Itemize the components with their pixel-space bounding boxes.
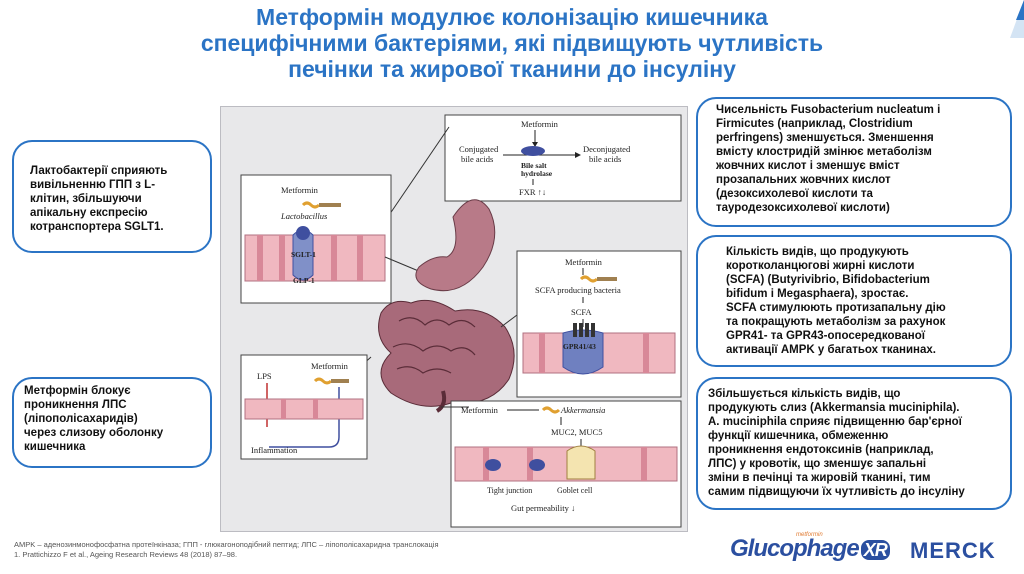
page-title: Метформін модулює колонізацію кишечника … <box>60 4 964 82</box>
reference-footnote: 1. Prattichizzo F et al., Ageing Researc… <box>14 550 238 559</box>
bile-enzyme-label-2: hydrolase <box>521 169 553 178</box>
note-line: прозапальних жовчних кислот <box>716 174 891 186</box>
note-line: кишечника <box>24 441 86 453</box>
note-line: через слизову оболонку <box>24 427 164 439</box>
scfa-bacteria-label: SCFA producing bacteria <box>535 285 621 295</box>
note-line: клітин, збільшуючи <box>30 193 142 205</box>
note-line: активації AMPK у багатьох тканинах. <box>726 344 936 356</box>
bile-deconjugated-label-2: bile acids <box>589 154 621 164</box>
mechanism-figure: Metformin Conjugated bile acids Deconjug… <box>220 106 688 532</box>
lps-panel: LPS Metformin Inflammation <box>240 354 368 460</box>
title-line-3: печінки та жирової тканини до інсуліну <box>288 56 736 82</box>
note-line: вмісту клостридій змінює метаболізм <box>716 146 932 158</box>
note-line: зміни в печінці та жировій тканині, тим <box>708 472 931 484</box>
lactobacillus-panel: Metformin Lactobacillus SGLT-1 GLP-1 <box>240 174 434 304</box>
note-line: Лактобактерії сприяють <box>30 165 168 177</box>
corner-decoration <box>1010 0 1024 38</box>
note-line: тауродезоксихолевої кислоти) <box>716 202 890 214</box>
note-line: та покращують метаболізм за рахунок <box>726 316 946 328</box>
note-line: проникнення ендотоксинів (наприклад, <box>708 444 934 456</box>
note-line: perfringens) зменшується. Зменшення <box>716 132 934 144</box>
title-line-2: специфічними бактеріями, які підвищують … <box>200 30 824 56</box>
akk-bacteria-label: Akkermansia <box>560 405 605 415</box>
scfa-panel: Metformin SCFA producing bacteria SCFA G… <box>516 250 682 398</box>
bile-metformin-label: Metformin <box>521 119 559 129</box>
muc-label: MUC2, MUC5 <box>551 427 602 437</box>
note-line: проникнення ЛПС <box>24 399 127 411</box>
bile-acid-panel: Metformin Conjugated bile acids Deconjug… <box>380 114 682 228</box>
abbreviations-footnote: AMPK – аденозинмонофосфатна протеїнкіназ… <box>14 540 439 549</box>
akkermansia-note: Збільшується кількість видів, що продуку… <box>696 377 1012 510</box>
note-line: функції кишечника, обмеженню <box>708 430 889 442</box>
note-line: SCFA стимулюють протизапальну дію <box>726 302 946 314</box>
note-line: коротколанцюгові жирні кислоти <box>726 260 915 272</box>
fxr-label: FXR ↑↓ <box>519 187 546 197</box>
note-line: (SCFA) (Butyrivibrio, Bifidobacterium <box>726 274 930 286</box>
note-line: (дезоксихолевої кислоти та <box>716 188 873 200</box>
note-line: GPR41- та GPR43-опосередкованої <box>726 330 926 342</box>
scfa-label: SCFA <box>571 307 592 317</box>
note-line: Firmicutes (наприклад, Clostridium <box>716 118 913 130</box>
note-line: самим підвищуючи їх чутливість до інсулі… <box>708 486 965 498</box>
mechanism-diagram: Metformin Conjugated bile acids Deconjug… <box>240 114 682 528</box>
scfa-note: Кількість видів, що продукують короткола… <box>696 235 1012 367</box>
bile-enzyme-label: Bile salt <box>521 161 547 170</box>
xr-badge: XR <box>860 540 890 560</box>
note-line: жовчних кислот і зменшує вміст <box>716 160 900 172</box>
note-line: Кількість видів, що продукують <box>726 246 909 258</box>
note-line: Чисельність Fusobacterium nucleatum і <box>716 104 941 116</box>
sglt-label: SGLT-1 <box>291 250 316 259</box>
lps-metformin-label: Metformin <box>311 361 349 371</box>
metformin-logo-superscript: metformin <box>796 532 823 538</box>
note-line: Збільшується кількість видів, що <box>708 388 901 400</box>
glp-label: GLP-1 <box>293 276 315 285</box>
lps-note: Метформін блокує проникнення ЛПС (ліпопо… <box>12 377 212 468</box>
note-line: A. muciniphila сприяє підвищенню бар'єрн… <box>708 416 962 428</box>
note-line: bifidum і Megasphaera), зростає. <box>726 288 909 300</box>
receptor-label: GPR41/43 <box>563 342 596 351</box>
akk-metformin-label: Metformin <box>461 405 499 415</box>
lactobacillus-note: Лактобактерії сприяють вивільненню ГПП з… <box>12 140 212 253</box>
inflammation-label: Inflammation <box>251 445 298 455</box>
merck-logo: MERCK <box>910 538 996 563</box>
bile-conjugated-label: Conjugated <box>459 144 499 154</box>
goblet-label: Goblet cell <box>557 486 593 495</box>
akkermansia-panel: Metformin Akkermansia MUC2, MUC5 Tight j… <box>447 400 682 528</box>
bile-conjugated-label-2: bile acids <box>461 154 493 164</box>
gut-perm-label: Gut permeability ↓ <box>511 503 575 513</box>
note-line: продукують слиз (Akkermansia muciniphila… <box>708 402 960 414</box>
lacto-bacteria-label: Lactobacillus <box>280 211 328 221</box>
note-line: котранспортера SGLT1. <box>30 221 164 233</box>
title-line-1: Метформін модулює колонізацію кишечника <box>256 4 768 30</box>
note-line: Метформін блокує <box>24 385 131 397</box>
lps-label: LPS <box>257 371 272 381</box>
lacto-metformin-label: Metformin <box>281 185 319 195</box>
note-line: апікальну експресію <box>30 207 148 219</box>
fusobacterium-note: Чисельність Fusobacterium nucleatum і Fi… <box>696 97 1012 227</box>
note-line: вивільненню ГПП з L- <box>30 179 156 191</box>
bile-deconjugated-label: Deconjugated <box>583 144 631 154</box>
glucophage-wordmark: Glucophage <box>730 535 860 562</box>
note-line: ЛПС) у кровотік, що зменшує запальні <box>708 458 927 470</box>
note-line: (ліпополісахаридів) <box>24 413 138 425</box>
scfa-metformin-label: Metformin <box>565 257 603 267</box>
tight-junction-label: Tight junction <box>487 486 532 495</box>
